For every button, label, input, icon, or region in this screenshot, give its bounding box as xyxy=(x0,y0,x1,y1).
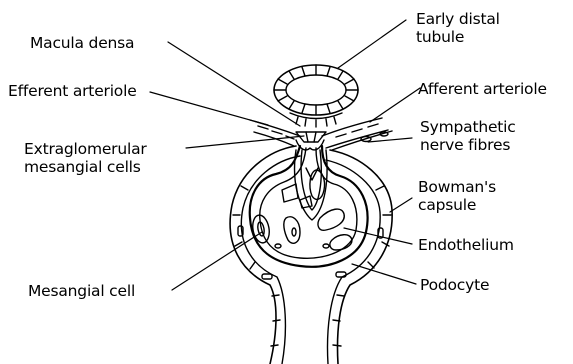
label-podocyte: Podocyte xyxy=(420,276,489,294)
label-early-distal-tubule: Early distal tubule xyxy=(416,10,500,46)
label-sympathetic-nerve-fibres: Sympathetic nerve fibres xyxy=(420,118,516,154)
label-extraglomerular-mesangial-cells: Extraglomerular mesangial cells xyxy=(24,140,147,176)
label-bowmans-line1: Bowman's xyxy=(418,178,496,196)
label-efferent-arteriole: Efferent arteriole xyxy=(8,82,137,100)
label-sympathetic-line2: nerve fibres xyxy=(420,136,516,154)
label-early-distal-tubule-line2: tubule xyxy=(416,28,500,46)
label-mesangial-cell: Mesangial cell xyxy=(28,282,135,300)
label-afferent-arteriole: Afferent arteriole xyxy=(418,80,547,98)
afferent-arteriole-shape xyxy=(322,118,388,148)
label-sympathetic-line1: Sympathetic xyxy=(420,118,516,136)
glomerular-cells xyxy=(251,170,352,250)
label-extraglomerular-line1: Extraglomerular xyxy=(24,140,147,158)
label-endothelium: Endothelium xyxy=(418,236,514,254)
glomerulus-shape xyxy=(250,140,368,267)
leader-lines xyxy=(150,20,420,290)
label-bowmans-capsule: Bowman's capsule xyxy=(418,178,496,214)
label-early-distal-tubule-line1: Early distal xyxy=(416,10,500,28)
label-macula-densa: Macula densa xyxy=(30,34,134,52)
label-extraglomerular-line2: mesangial cells xyxy=(24,158,147,176)
efferent-arteriole-shape xyxy=(250,120,300,146)
label-bowmans-line2: capsule xyxy=(418,196,496,214)
extraglomerular-mesangial-shape xyxy=(296,132,326,142)
